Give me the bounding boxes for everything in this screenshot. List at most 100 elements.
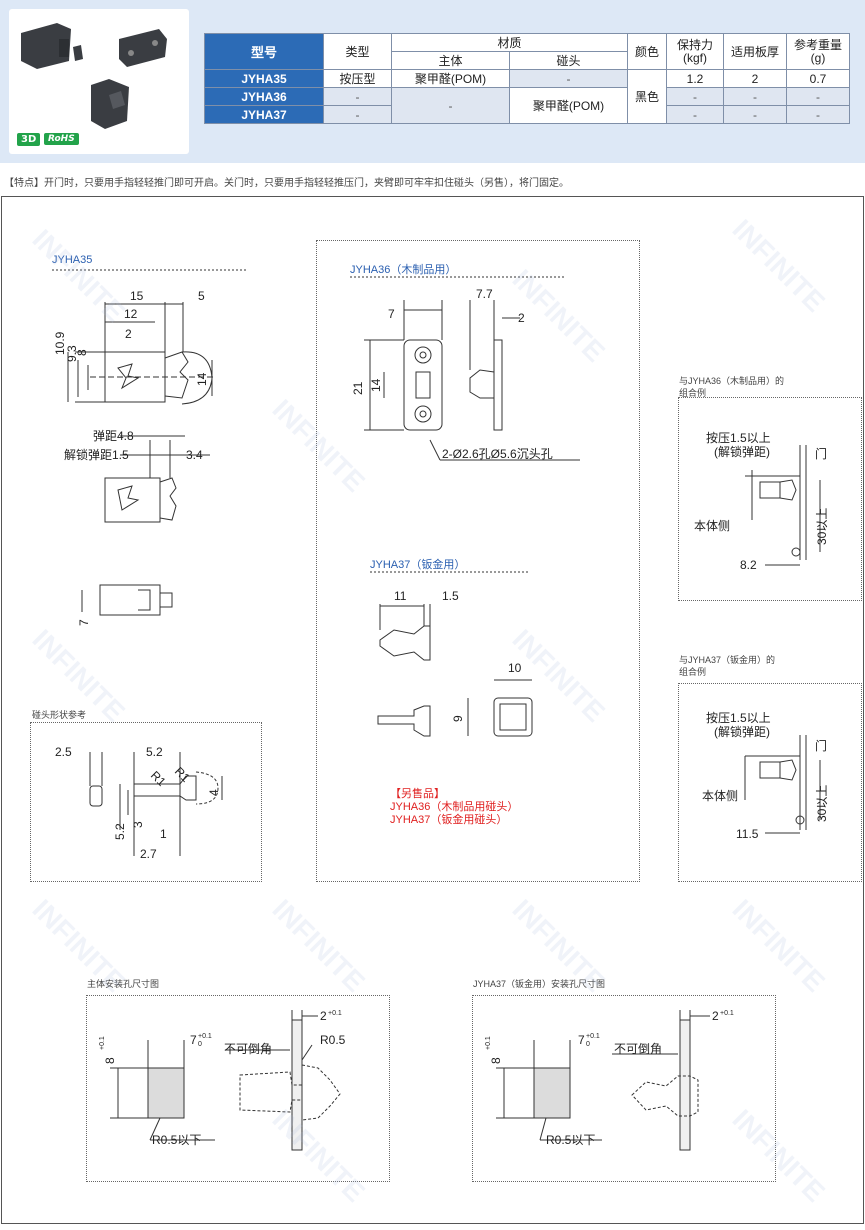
mount37-no-chamfer: 不可倒角: [614, 1042, 662, 1056]
row-model: JYHA37: [204, 105, 324, 124]
box-mount37: [472, 995, 776, 1182]
row-force: -: [666, 87, 724, 106]
title-strike-shape: 碰头形状参考: [32, 710, 87, 720]
title-combo37-example: 组合例: [679, 667, 707, 677]
product-header-panel: 3D RoHS 型号 类型 材质 颜色 保持力(kgf) 适用板厚 参考重量(g…: [0, 0, 865, 163]
row-weight: -: [786, 105, 850, 124]
mount-8-tol: +0.1: [99, 1036, 106, 1050]
dim-15: 15: [130, 289, 144, 303]
mount-tol: +0.1: [198, 1033, 212, 1040]
box-strike-shape: [30, 722, 262, 882]
mount37-8-tol: +0.1: [485, 1036, 492, 1050]
combo36-30: 30以上: [815, 508, 829, 545]
title-jyha36: JYHA36（木制品用）: [350, 264, 457, 276]
sold-separately-line2: JYHA37（钣金用碰头）: [390, 814, 508, 826]
combo37-30: 30以上: [815, 785, 829, 822]
header-strike: 碰头: [509, 51, 628, 70]
row-type: 按压型: [323, 69, 392, 88]
mount-7: 7: [190, 1033, 197, 1047]
header-material: 材质: [391, 33, 628, 52]
row-strike-merged: 聚甲醛(POM): [509, 87, 628, 124]
dim-10-9: 10.9: [53, 331, 67, 355]
dim-21: 21: [351, 381, 365, 395]
dim-14: 14: [195, 372, 209, 386]
row-force: -: [666, 105, 724, 124]
mount-r05: R0.5: [320, 1033, 346, 1047]
title-jyha37: JYHA37（钣金用）: [370, 559, 466, 571]
dim-spring: 弹距4.8: [93, 429, 134, 443]
latch-photo-graphic: [21, 23, 167, 129]
dim-1: 1: [160, 827, 167, 841]
dim-12: 12: [124, 307, 138, 321]
combo36-8-2: 8.2: [740, 558, 757, 572]
mount37-r05-less: R0.5以下: [546, 1133, 595, 1147]
dim-11: 11: [394, 589, 407, 603]
mount37-tol0: 0: [586, 1041, 590, 1048]
dim-hole: 2-Ø2.6孔Ø5.6沉头孔: [442, 447, 553, 461]
mount-no-chamfer: 不可倒角: [224, 1042, 272, 1056]
header-weight: 参考重量(g): [786, 33, 850, 70]
title-mount-hole: 主体安装孔尺寸图: [87, 979, 160, 989]
dim-36-7: 7: [388, 307, 395, 321]
header-force: 保持力(kgf): [666, 33, 724, 70]
drawing-area: [1, 196, 864, 1224]
dim-2-7: 2.7: [140, 847, 157, 861]
title-combo36: 与JYHA36（木制品用）的: [679, 376, 785, 386]
dim-9: 9: [451, 715, 465, 722]
feature-description: 【特点】开门时，只要用手指轻轻推门即可开启。关门时，只要用手指轻轻推压门，夹臂即…: [4, 178, 569, 189]
row-thickness: 2: [723, 69, 787, 88]
combo37-press-note: (解锁弹距): [714, 724, 770, 739]
spec-table: 型号 类型 材质 颜色 保持力(kgf) 适用板厚 参考重量(g) 主体 碰头 …: [204, 33, 850, 124]
rohs-badge: RoHS: [44, 133, 79, 145]
dim-10: 10: [508, 661, 522, 675]
mount37-2-tol: +0.1: [720, 1010, 734, 1017]
combo36-body-side: 本体侧: [694, 519, 730, 533]
dim-7: 7: [77, 619, 91, 626]
mount37-8: 8: [489, 1057, 503, 1064]
dim-5-2: 5.2: [146, 745, 163, 759]
combo37-body-side: 本体侧: [702, 789, 738, 803]
title-jyha35: JYHA35: [52, 254, 93, 266]
dim-1-5: 1.5: [442, 589, 459, 603]
combo36-press-note: (解锁弹距): [714, 444, 770, 459]
mount-2-tol: +0.1: [328, 1010, 342, 1017]
combo37-11-5: 11.5: [736, 827, 759, 841]
header-thickness: 适用板厚: [723, 33, 787, 70]
dim-3-4: 3.4: [186, 448, 203, 462]
dim-r1: R1: [148, 768, 169, 789]
combo36-door: 门: [815, 446, 827, 461]
mount37-7: 7: [578, 1033, 585, 1047]
combo37-door: 门: [815, 738, 827, 753]
dim-2-5: 2.5: [55, 745, 72, 759]
dim-r1b: R1: [172, 764, 193, 785]
dim-9-3: 9.3: [65, 345, 79, 362]
box-combo36: [678, 397, 862, 601]
row-weight: -: [786, 87, 850, 106]
row-color: 黑色: [627, 69, 667, 124]
mount-2: 2: [320, 1009, 327, 1023]
dim-5-2b: 5.2: [113, 823, 127, 840]
sold-separately-note: 【另售品】 JYHA36（木制品用碰头） JYHA37（钣金用碰头）: [390, 788, 518, 827]
title-combo37: 与JYHA37（钣金用）的: [679, 655, 776, 665]
row-type: -: [323, 87, 392, 106]
header-model: 型号: [204, 33, 324, 70]
mount-8: 8: [103, 1057, 117, 1064]
dim-3: 3: [131, 821, 145, 828]
3d-badge: 3D: [17, 133, 41, 146]
mount-tol0: 0: [198, 1041, 202, 1048]
header-type: 类型: [323, 33, 392, 70]
sold-separately-title: 【另售品】: [390, 788, 445, 800]
dim-5: 5: [198, 289, 205, 303]
box-strike-drawings: [316, 240, 640, 882]
dim-7-7: 7.7: [476, 287, 493, 301]
mount37-tol: +0.1: [586, 1033, 600, 1040]
dim-4: 4: [207, 789, 221, 796]
dim-8: 8: [75, 349, 89, 356]
product-photo: [9, 9, 189, 154]
dim-2: 2: [125, 327, 132, 341]
header-color: 颜色: [627, 33, 667, 70]
row-weight: 0.7: [786, 69, 850, 88]
title-combo36-example: 组合例: [679, 388, 707, 398]
row-type: -: [323, 105, 392, 124]
